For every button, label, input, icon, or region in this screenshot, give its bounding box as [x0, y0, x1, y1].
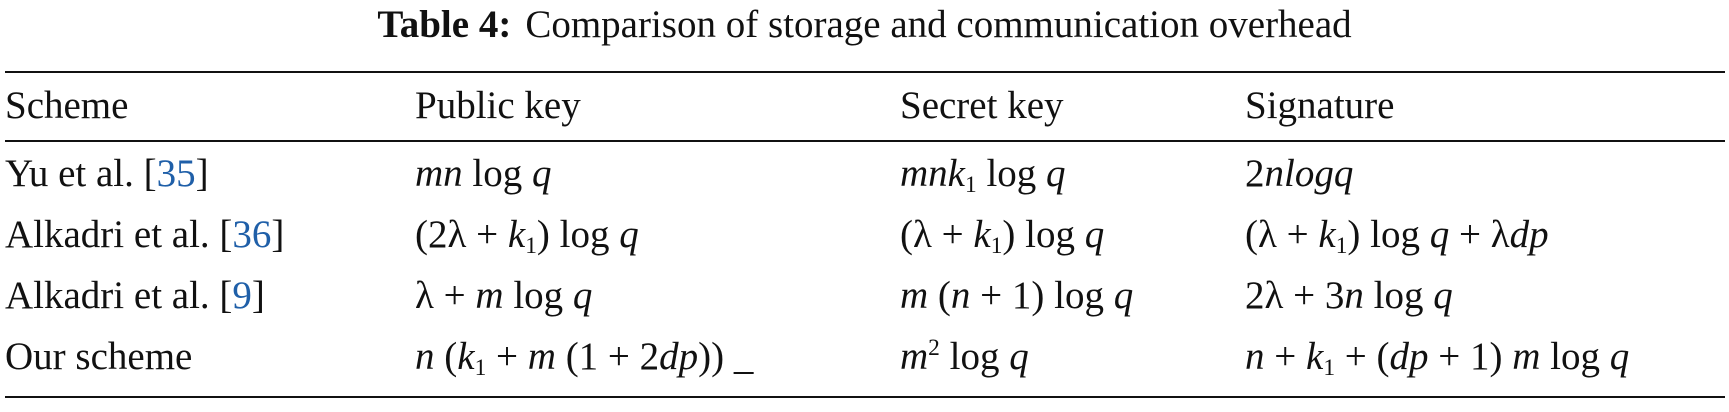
- header-secret-key: Secret key: [900, 83, 1064, 127]
- table-caption-label: Table 4:: [377, 3, 512, 46]
- table-row: Alkadri et al. [9] λ + m log q m (n + 1)…: [5, 265, 1725, 326]
- scheme-cell: Our scheme: [5, 326, 415, 387]
- scheme-name: Our scheme: [5, 335, 193, 378]
- secret-key-cell: m (n + 1) log q: [900, 274, 1134, 317]
- scheme-cell: Yu et al. [35]: [5, 143, 415, 204]
- citation-link[interactable]: 35: [156, 152, 196, 195]
- scheme-name: Alkadri et al. [: [5, 274, 233, 317]
- secret-key-cell: m2 log q: [900, 334, 1029, 378]
- public-key-cell: λ + m log q: [415, 274, 593, 317]
- public-key-cell: mn log q: [415, 152, 552, 195]
- table-header-rule: [5, 140, 1725, 142]
- signature-cell: 2nlogq: [1245, 152, 1354, 195]
- table-row: Our scheme n (k1 + m (1 + 2dp)) _ m2 log…: [5, 326, 1725, 387]
- signature-cell: 2λ + 3n log q: [1245, 274, 1453, 317]
- signature-cell: n + k1 + (dp + 1) m log q: [1245, 335, 1630, 381]
- table-row: Yu et al. [35] mn log q mnk1 log q 2nlog…: [5, 143, 1725, 204]
- table-header-row: Scheme Public key Secret key Signature: [5, 75, 1725, 135]
- secret-key-cell: mnk1 log q: [900, 152, 1066, 198]
- secret-key-cell: (λ + k1) log q: [900, 213, 1105, 259]
- scheme-bracket: ]: [271, 213, 285, 256]
- public-key-cell: n (k1 + m (1 + 2dp)) _: [415, 335, 754, 381]
- table-row: Alkadri et al. [36] (2λ + k1) log q (λ +…: [5, 204, 1725, 265]
- citation-link[interactable]: 36: [232, 213, 272, 256]
- scheme-bracket: ]: [251, 274, 265, 317]
- table-bottom-rule: [5, 396, 1725, 398]
- scheme-bracket: ]: [195, 152, 209, 195]
- comparison-table: Scheme Public key Secret key Signature Y…: [5, 0, 1725, 387]
- public-key-cell: (2λ + k1) log q: [415, 213, 639, 259]
- table-caption-text: Comparison of storage and communication …: [525, 3, 1352, 46]
- scheme-name: Alkadri et al. [: [5, 213, 233, 256]
- signature-cell: (λ + k1) log q + λdp: [1245, 213, 1549, 259]
- header-scheme: Scheme: [5, 83, 129, 127]
- header-signature: Signature: [1245, 83, 1395, 127]
- table-top-rule: [5, 71, 1725, 73]
- header-public-key: Public key: [415, 83, 581, 127]
- scheme-name: Yu et al. [: [5, 152, 157, 195]
- scheme-cell: Alkadri et al. [36]: [5, 204, 415, 265]
- scheme-cell: Alkadri et al. [9]: [5, 265, 415, 326]
- citation-link[interactable]: 9: [232, 274, 252, 317]
- table-caption: Table 4: Comparison of storage and commun…: [0, 2, 1729, 48]
